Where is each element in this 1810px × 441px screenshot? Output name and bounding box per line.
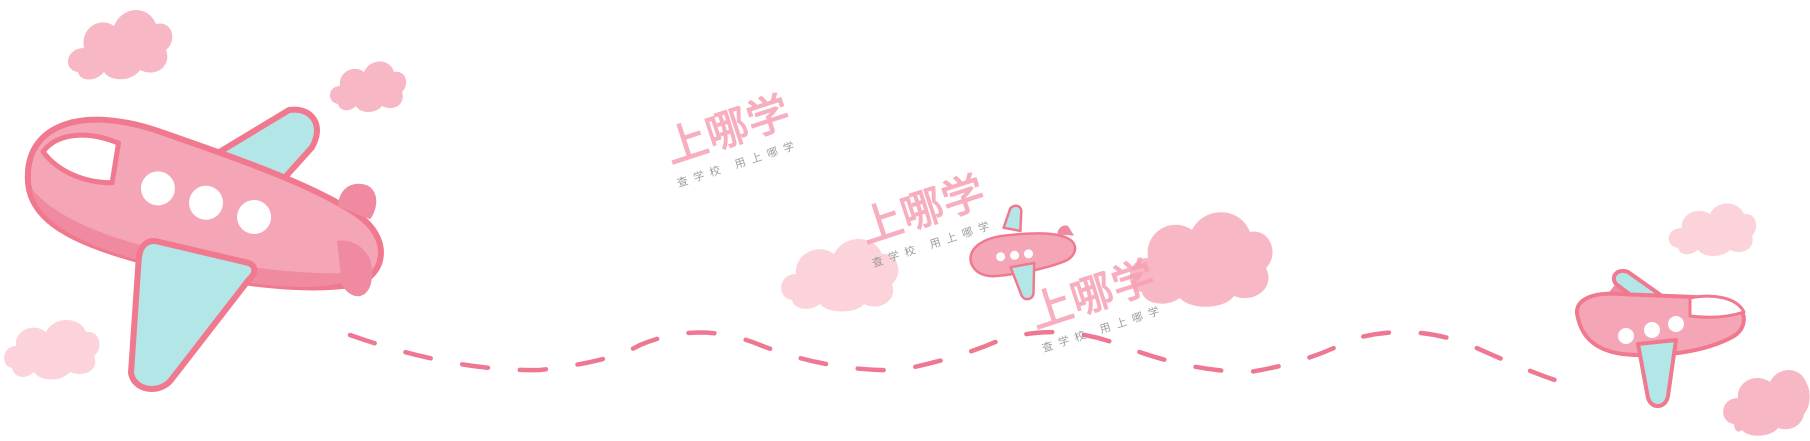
airplane-small-icon [969, 204, 1077, 301]
cloud-lower-left [4, 320, 100, 380]
airplane-right-icon [1574, 269, 1746, 408]
cloud-center-pink [1129, 212, 1273, 307]
cloud-upper-small [329, 61, 407, 112]
cloud-center-light [781, 239, 899, 312]
flight-path-dashed [347, 329, 1558, 383]
cloud-bottom-right [1723, 370, 1810, 436]
cloud-top-left [67, 9, 173, 80]
cloud-right-light [1668, 203, 1757, 256]
airplane-large-icon [24, 106, 384, 392]
